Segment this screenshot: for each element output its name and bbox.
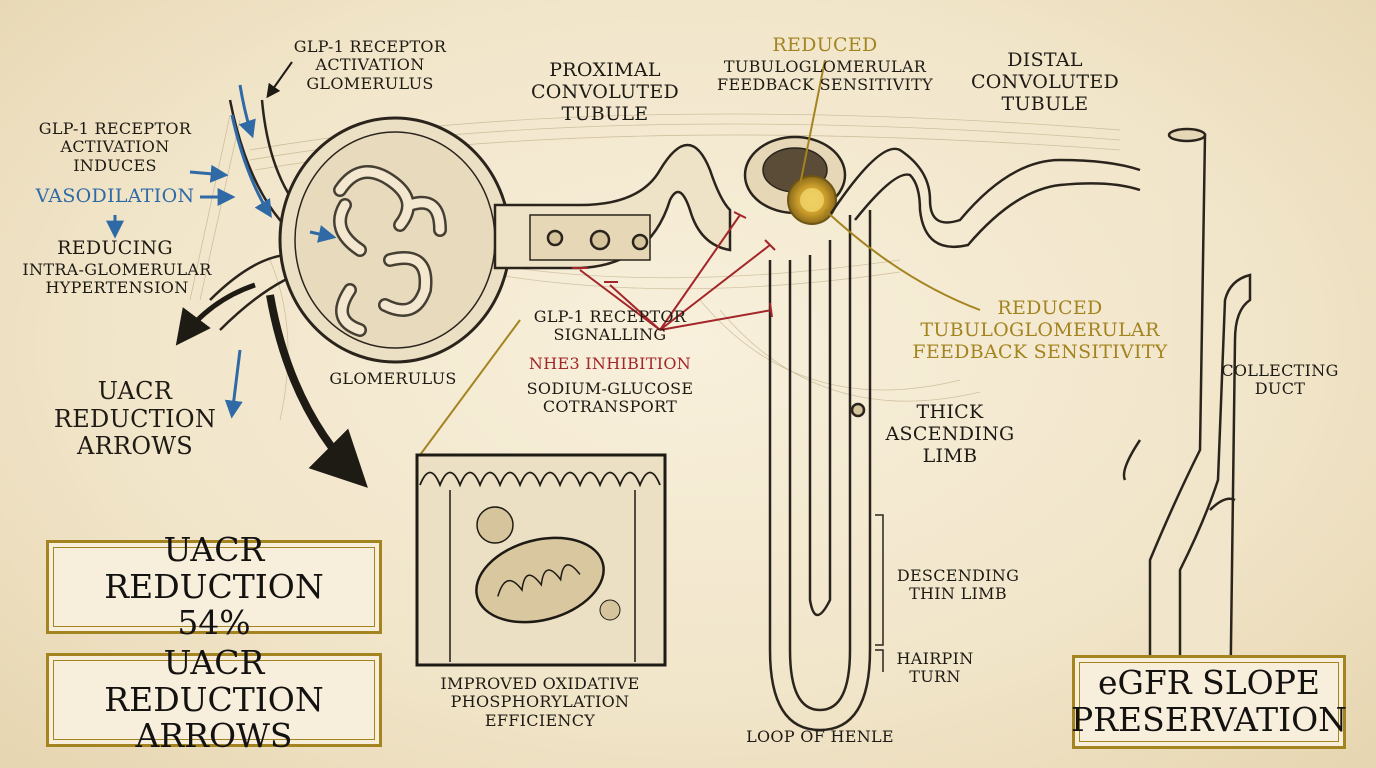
box-line: 54% [177,603,251,643]
label-line: SODIUM-GLUCOSE [526,379,694,398]
label-line: DISTAL [1007,49,1083,71]
box-line: PRESERVATION [1070,700,1348,739]
distal-tubule [828,147,1141,248]
label-distal: DISTAL CONVOLUTED TUBULE [960,49,1130,116]
label-loop-of-henle: LOOP OF HENLE [746,727,894,746]
nhe3-inhibition-lines [572,211,776,331]
label-line: ARROWS [76,432,194,461]
label-descending: DESCENDING THIN LIMB [888,566,1028,604]
label-line: GLP-1 RECEPTOR [293,37,447,56]
label-uacr-arrows: UACR REDUCTION ARROWS [50,377,220,461]
label-line: INDUCES [73,155,157,175]
label-line: UACR [97,377,173,405]
vasodilation-arrows [106,84,337,419]
loop-bracket [875,514,884,672]
label-tgf-top: TUBULOGLOMERULAR FEEDBACK SENSITIVITY [710,57,940,95]
uacr-reduction-arrows-box: UACR REDUCTION ARROWS [46,644,382,754]
label-line: LIMB [922,444,978,467]
label-line: ASCENDING [885,422,1015,445]
box-line: eGFR SLOPE [1098,663,1320,703]
gold-leaders [419,59,981,456]
label-line: COTRANSPORT [542,397,678,417]
label-line: INTRA-GLOMERULAR [22,260,212,279]
label-line: COLLECTING [1221,361,1339,380]
label-line: TURN [909,667,961,687]
proximal-tubule [493,143,732,270]
label-line: CONVOLUTED [530,80,680,103]
label-line: THIN LIMB [909,584,1007,604]
label-line: GLP-1 RECEPTOR [38,119,192,138]
label-thick-ascending: THICK ASCENDING LIMB [880,401,1020,468]
egfr-slope-box: eGFR SLOPE PRESERVATION [1070,655,1348,749]
box-line: ARROWS [135,716,293,756]
box-line: UACR REDUCTION [104,642,324,719]
label-glp1-signalling: GLP-1 RECEPTOR SIGNALLING [520,307,700,345]
label-line: SIGNALLING [553,325,667,345]
label-line: DUCT [1254,379,1306,399]
label-tgf-right: TUBULOGLOMERULAR FEEDBACK SENSITIVITY [910,319,1170,364]
label-line: CONVOLUTED [970,70,1120,93]
label-line: THICK [916,401,984,423]
label-line: TUBULOGLOMERULAR [920,319,1160,341]
label-glomerulus: GLOMERULUS [329,369,457,388]
label-nhe3: NHE3 INHIBITION [528,354,692,373]
label-line: FEEDBACK SENSITIVITY [717,75,933,95]
label-line: FEEDBACK SENSITIVITY [912,340,1168,363]
label-line: PROXIMAL [549,59,661,81]
label-oxphos: IMPROVED OXIDATIVE PHOSPHORYLATION EFFIC… [405,674,675,730]
label-line: TUBULE [1001,92,1089,115]
label-glp1-induces: GLP-1 RECEPTOR ACTIVATION INDUCES [30,119,200,175]
label-glp1-glomerulus: GLP-1 RECEPTOR ACTIVATION GLOMERULUS [280,37,460,93]
label-line: ACTIVATION [315,55,425,75]
label-line: HAIRPIN [896,649,974,668]
label-line: IMPROVED OXIDATIVE [440,674,640,693]
label-line: DESCENDING [896,566,1020,585]
glomerulus-drawing [278,116,512,364]
cell-inset [415,453,667,667]
loop-of-henle [768,210,872,732]
label-line: HYPERTENSION [45,278,189,298]
label-line: GLP-1 RECEPTOR [533,307,687,326]
collecting-duct [1122,127,1252,722]
label-sglt: SODIUM-GLUCOSE COTRANSPORT [510,379,710,417]
label-collecting-duct: COLLECTING DUCT [1200,361,1360,399]
uacr-arrows [175,61,368,488]
label-line: EFFICIENCY [484,710,596,730]
label-line: TUBULOGLOMERULAR [723,57,927,76]
box-line: UACR REDUCTION [104,529,324,606]
label-hairpin: HAIRPIN TURN [880,649,990,687]
label-proximal: PROXIMAL CONVOLUTED TUBULE [525,59,685,126]
label-reducing: REDUCING [57,237,173,259]
label-reduced-right: REDUCED [997,297,1103,319]
label-line: REDUCTION [53,404,217,433]
macula-densa [743,135,847,225]
label-line: GLOMERULUS [306,73,434,93]
label-vasodilation: VASODILATION [35,185,195,207]
label-intra-glomerular: INTRA-GLOMERULAR HYPERTENSION [12,260,222,298]
label-reduced-top: REDUCED [772,34,878,56]
label-line: PHOSPHORYLATION [450,692,630,712]
label-line: TUBULE [561,102,649,125]
uacr-reduction-54-box: UACR REDUCTION 54% [46,531,382,641]
label-line: ACTIVATION [60,137,170,157]
